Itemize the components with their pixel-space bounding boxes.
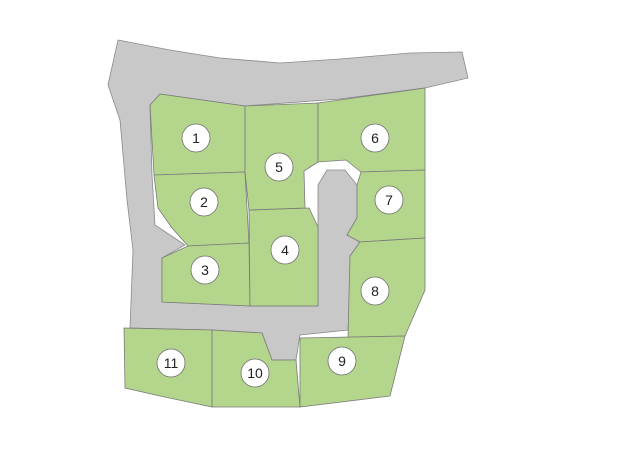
lot-6-label: 6 [371, 130, 379, 146]
lot-5-label: 5 [275, 159, 283, 175]
lot-3-label: 3 [201, 262, 209, 278]
lot-10-badge[interactable]: 10 [240, 358, 270, 388]
lot-11-badge[interactable]: 11 [156, 348, 186, 378]
lot-9[interactable] [299, 335, 406, 408]
lot-9-label: 9 [338, 353, 346, 369]
lot-11-label: 11 [164, 355, 179, 371]
lot-8-label: 8 [371, 283, 379, 299]
lot-2-label: 2 [200, 194, 208, 210]
lot-10-label: 10 [247, 365, 263, 381]
lot-4-badge[interactable]: 4 [270, 235, 300, 265]
lot-5-badge[interactable]: 5 [264, 152, 294, 182]
lot-9-badge[interactable]: 9 [327, 346, 357, 376]
lot-7-label: 7 [385, 192, 393, 208]
lot-2-badge[interactable]: 2 [189, 187, 219, 217]
lot-6-badge[interactable]: 6 [360, 123, 390, 153]
lot-7-badge[interactable]: 7 [374, 185, 404, 215]
lot-1-badge[interactable]: 1 [181, 123, 211, 153]
lot-4-label: 4 [281, 242, 289, 258]
lot-labels: 1 2 3 4 5 6 7 8 [156, 123, 404, 388]
lot-1-label: 1 [192, 130, 200, 146]
lot-3-badge[interactable]: 3 [190, 255, 220, 285]
lot-8-badge[interactable]: 8 [360, 276, 390, 306]
